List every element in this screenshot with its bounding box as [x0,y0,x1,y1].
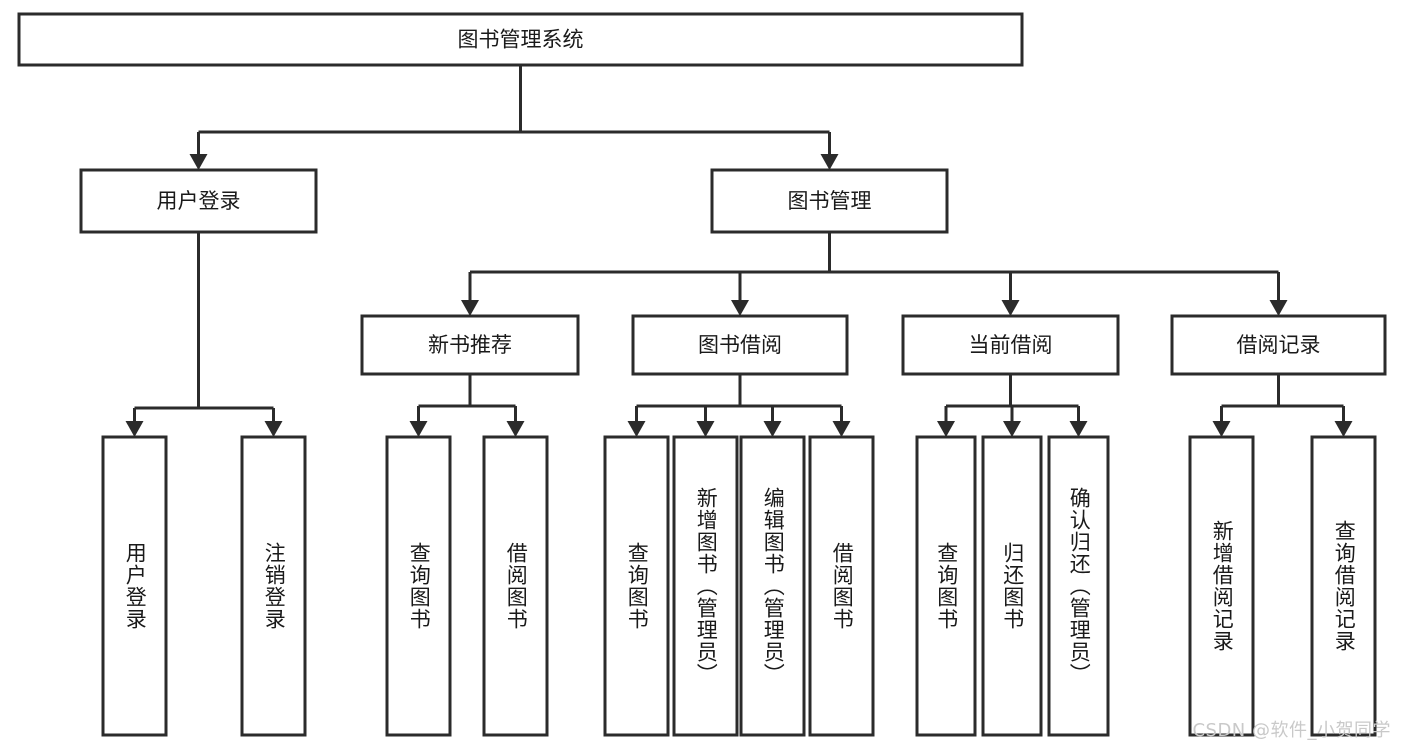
node-box-level3-1[interactable] [631,314,849,376]
node-label-level3-3: 借阅记录 [1237,333,1321,357]
connector-newbooks-arrow-1 [506,421,525,437]
connector-layer [125,65,1353,437]
node-box-leaf-2[interactable] [385,435,452,737]
node-label-level3-2: 当前借阅 [969,333,1053,357]
connector-current-arrow-0 [937,421,955,437]
connector-books-arrow-0 [461,300,479,316]
node-box-leaf-10[interactable] [1047,435,1110,737]
connector-newbooks-arrow-0 [409,421,428,437]
connector-books-arrow-2 [1001,300,1020,316]
node-box-level2-0[interactable] [79,168,318,234]
node-label-root: 图书管理系统 [458,28,584,52]
node-box-leaf-5[interactable] [672,435,739,737]
connector-root-arrow-0 [189,154,208,170]
box-layer [17,12,1387,737]
node-box-leaf-1[interactable] [240,435,307,737]
node-label-level3-0: 新书推荐 [428,333,512,357]
connector-borrow-arrow-2 [763,421,782,437]
node-box-leaf-9[interactable] [981,435,1043,737]
connector-books-arrow-1 [731,300,749,316]
node-box-leaf-0[interactable] [101,435,168,737]
connector-borrow-arrow-0 [627,421,646,437]
node-box-leaf-6[interactable] [739,435,806,737]
node-box-level3-3[interactable] [1170,314,1387,376]
node-box-leaf-11[interactable] [1188,435,1255,737]
connector-records-arrow-0 [1212,421,1231,437]
node-box-leaf-4[interactable] [603,435,670,737]
node-box-leaf-7[interactable] [808,435,875,737]
connector-records-arrow-1 [1334,421,1353,437]
node-box-level2-1[interactable] [710,168,949,234]
node-box-leaf-3[interactable] [482,435,549,737]
connector-borrow-arrow-3 [832,421,851,437]
connector-borrow-arrow-1 [696,421,715,437]
connector-login-arrow-0 [125,421,144,437]
node-box-level3-2[interactable] [901,314,1120,376]
connector-root-arrow-1 [820,154,839,170]
node-box-leaf-12[interactable] [1310,435,1377,737]
node-label-level2-1: 图书管理 [788,189,872,213]
connector-login-arrow-1 [264,421,283,437]
node-box-leaf-8[interactable] [915,435,977,737]
node-box-level3-0[interactable] [360,314,580,376]
connector-current-arrow-2 [1069,421,1088,437]
watermark: CSDN @软件_小贺同学 [1192,720,1391,741]
node-label-level2-0: 用户登录 [157,189,241,213]
node-box-root[interactable] [17,12,1024,67]
connector-current-arrow-1 [1003,421,1021,437]
connector-books-arrow-3 [1269,300,1288,316]
node-label-level3-1: 图书借阅 [698,333,782,357]
